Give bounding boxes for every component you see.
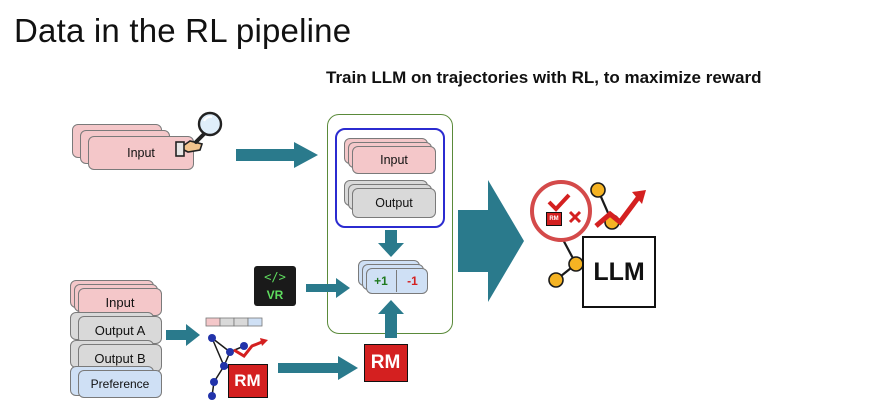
arrow-prompts-to-training [236, 142, 318, 168]
slide-title: Data in the RL pipeline [14, 12, 352, 49]
trajectory-box [335, 128, 445, 228]
verifier-code-glyph: </> [264, 270, 286, 284]
pref-output-a-label: Output A [78, 316, 162, 344]
trajectory-input-label: Input [380, 153, 408, 167]
pref-input-label: Input [78, 288, 162, 316]
arrow-rm-to-reward [378, 300, 404, 338]
trajectory-output-label: Output [375, 196, 413, 210]
arrow-preference-to-rm [166, 324, 200, 346]
prompt-stack-label: Input [127, 146, 155, 160]
cross-icon [568, 210, 582, 224]
llm-rm-mini-badge: RM [549, 216, 559, 222]
verifier-label: VR [266, 288, 284, 302]
pref-preference-label: Preference [78, 370, 162, 398]
reward-positive: +1 [374, 274, 388, 288]
llm-verdict-circle: RM [530, 180, 592, 242]
slide-subtitle: Train LLM on trajectories with RL, to ma… [326, 68, 762, 87]
reward-model-training-icon [205, 317, 268, 400]
hand-magnifier-icon [175, 111, 223, 157]
reward-negative: -1 [407, 274, 418, 288]
llm-box: LLM [582, 236, 656, 308]
reward-model-trained-badge: RM [228, 364, 268, 398]
check-icon [547, 193, 571, 212]
llm-label: LLM [593, 257, 645, 286]
verifier-terminal-icon: </> VR [254, 266, 296, 306]
arrow-trained-rm-to-rm [278, 356, 358, 380]
arrow-verifier-to-reward [306, 278, 350, 298]
arrow-training-to-llm [458, 180, 524, 302]
arrow-trajectory-to-reward [378, 230, 404, 257]
reward-model-badge: RM [364, 344, 408, 382]
